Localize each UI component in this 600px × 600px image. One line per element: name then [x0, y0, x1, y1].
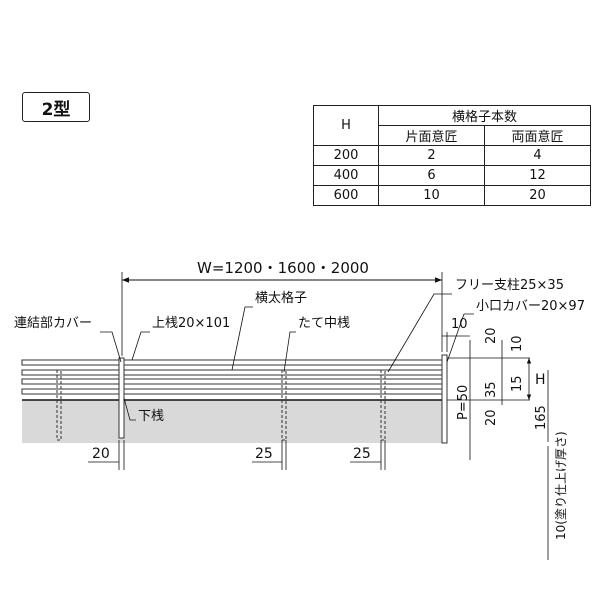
dim-25-a: 25 [255, 446, 273, 462]
table-row: 600 10 20 [313, 185, 591, 206]
dim-p50: P=50 [456, 385, 471, 420]
dim-20-right: 20 [484, 327, 499, 344]
dim-35: 35 [484, 381, 499, 398]
dim-10-right: 10 [510, 335, 525, 352]
horizontal-lattice-label: 横太格子 [255, 290, 307, 306]
bottom-dimensions [88, 440, 386, 470]
table-row: 400 6 12 [313, 165, 591, 186]
dim-h: H [535, 372, 546, 388]
connector-post [118, 357, 125, 439]
dim-20-low: 20 [484, 409, 499, 426]
type-label: 2型 [22, 92, 90, 122]
bottom-rail-label: 下桟 [138, 409, 164, 424]
right-dimensions [447, 340, 549, 560]
hidden-post [56, 369, 62, 441]
table-header-col: 片面意匠 [378, 125, 485, 146]
dim-15: 15 [510, 375, 525, 392]
free-post [441, 354, 448, 444]
table-cell: 20 [484, 185, 591, 206]
connector-cover-label: 連結部カバー [14, 316, 92, 331]
width-label: W=1200・1600・2000 [197, 259, 369, 277]
table-row: 200 2 4 [313, 145, 591, 166]
posts [56, 354, 448, 444]
small-cover-label: 小口カバー20×97 [476, 299, 585, 314]
table-cell: 10 [378, 185, 485, 206]
top-rail-label: 上桟20×101 [152, 316, 230, 331]
dim-20-bottom: 20 [92, 446, 110, 462]
table-header-col: 両面意匠 [484, 125, 591, 146]
center-post [380, 369, 386, 441]
ground-band [22, 400, 444, 443]
center-rail-label: たて中桟 [298, 316, 350, 331]
dim-165: 165 [534, 405, 549, 430]
dim-25-b: 25 [353, 446, 371, 462]
table-header-h: H [313, 105, 379, 146]
spec-table: H 横格子本数 片面意匠 両面意匠 200 2 4 400 6 12 600 1… [313, 105, 591, 206]
dim-10-top: 10 [451, 317, 468, 332]
finish-note: 10(塗り仕上げ厚さ) [553, 431, 568, 540]
table-cell: 600 [313, 185, 379, 206]
table-cell: 400 [313, 165, 379, 186]
free-post-label: フリー支柱25×35 [455, 278, 564, 293]
lattice-rails [21, 359, 443, 395]
